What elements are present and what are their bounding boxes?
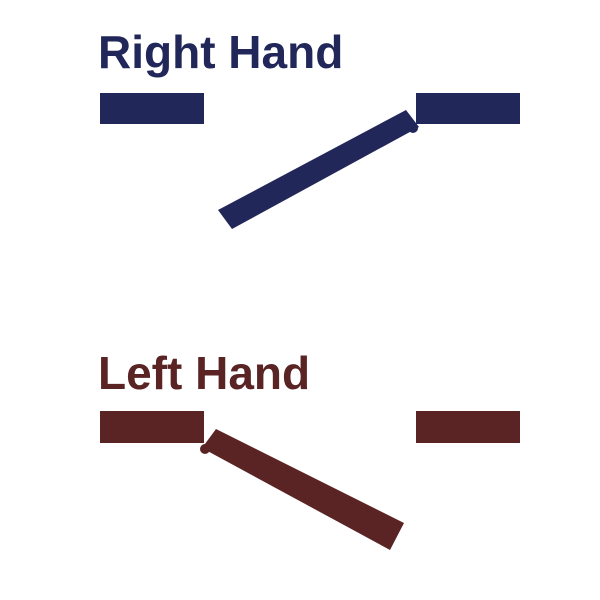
right-hand-left-wall [100, 93, 204, 124]
right-hand-diagram: Right Hand [98, 26, 520, 229]
right-hand-door-leaf [218, 110, 419, 229]
left-hand-left-wall [100, 411, 204, 443]
left-hand-door-leaf [202, 429, 404, 550]
left-hand-door-svg [100, 411, 520, 550]
right-hand-hinge [408, 123, 418, 133]
left-hand-title: Left Hand [98, 347, 311, 399]
right-hand-right-wall [416, 93, 520, 124]
right-hand-door-svg [100, 93, 520, 229]
right-hand-title: Right Hand [98, 26, 344, 78]
left-hand-diagram: Left Hand [0, 300, 600, 600]
left-hand-hinge [200, 444, 210, 454]
left-hand-right-wall [416, 411, 520, 443]
